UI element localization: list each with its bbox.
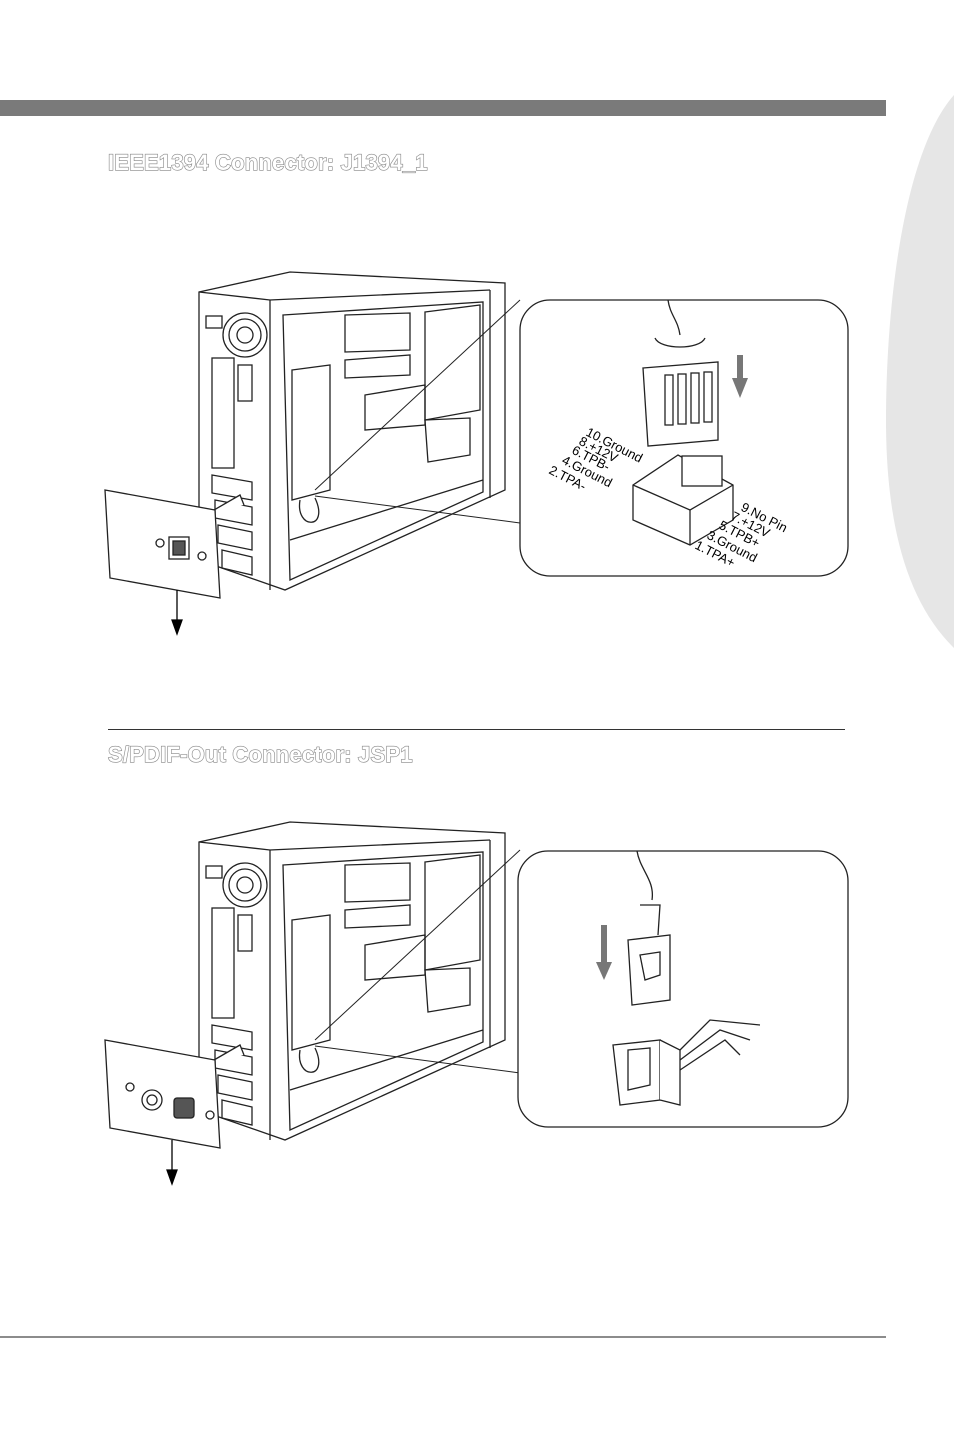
- section-divider: [108, 729, 845, 730]
- pc-case-illustration: [199, 272, 505, 590]
- section-title-spdif: S/PDIF-Out Connector: JSP1: [108, 742, 413, 768]
- footer-rule: [0, 1336, 886, 1338]
- connector-zoom-box: [520, 300, 848, 576]
- ieee1394-figure: 10.Ground 8.+12V 6.TPB- 4.Ground 2.TPA- …: [0, 0, 954, 730]
- down-arrow-icon: [172, 590, 182, 634]
